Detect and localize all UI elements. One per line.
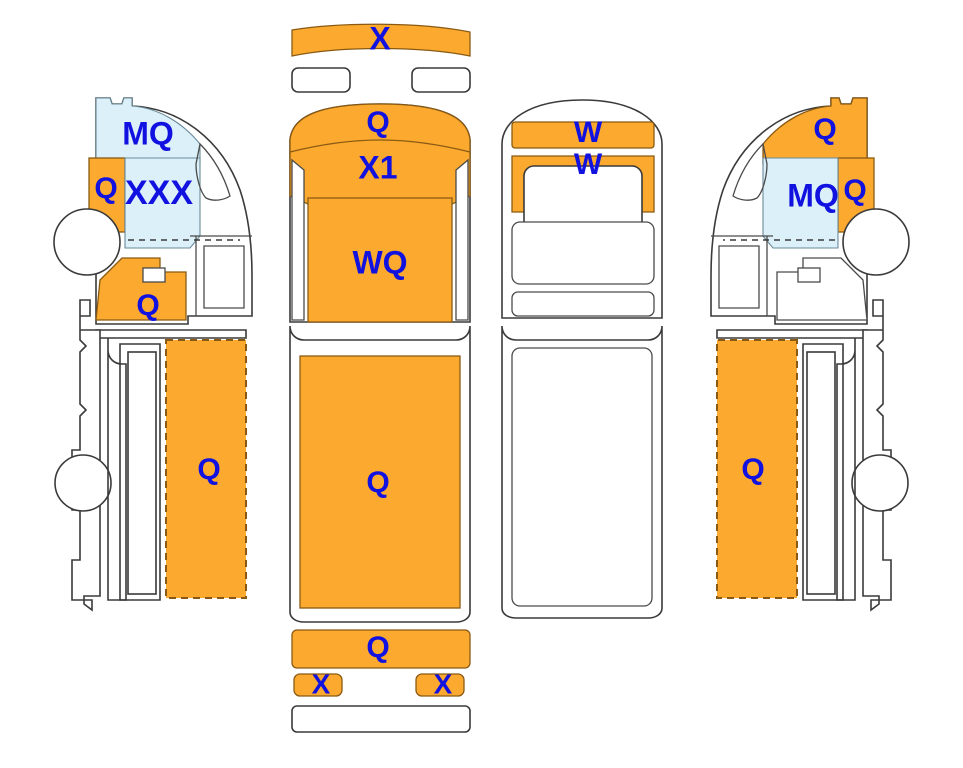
left-rear-wheel xyxy=(54,454,112,512)
view-left-side: MQ Q XXX Q Q xyxy=(53,97,253,612)
front-label-hood-wq: WQ xyxy=(352,244,407,280)
right-body-panel-detail xyxy=(718,245,760,309)
left-inner-rail-2 xyxy=(119,343,161,601)
view-rear: W W xyxy=(501,99,663,619)
front-panel-lower-q xyxy=(291,629,471,669)
left-inner-rail-1 xyxy=(107,338,127,601)
front-panel-lower-left-x xyxy=(293,673,343,697)
view-right-side xyxy=(710,97,910,612)
front-panel-lower-right-x xyxy=(415,673,465,697)
front-label-roof-q: Q xyxy=(366,106,389,139)
view-front: X Q X1 WQ Q Q X X xyxy=(289,20,471,733)
left-label-body-side-q: Q xyxy=(197,453,220,486)
rear-lower-panel-detail xyxy=(511,221,655,285)
right-inner-rail-2 xyxy=(802,343,844,601)
left-label-front-pillar-q: Q xyxy=(94,172,117,205)
rear-label-lower-w: W xyxy=(574,148,603,181)
left-window-detail xyxy=(195,142,231,201)
right-inner-rail-1 xyxy=(836,338,856,601)
front-bottom-bar xyxy=(291,705,471,733)
right-label-body-side-q: Q xyxy=(741,453,764,486)
front-pillar-left xyxy=(291,158,305,321)
front-label-lower-q: Q xyxy=(366,631,389,664)
front-headlight-right xyxy=(411,67,471,93)
left-panel-xxx xyxy=(124,157,201,249)
front-pillar-right xyxy=(455,158,469,321)
front-label-windshield-x1: X1 xyxy=(358,149,397,185)
right-label-rear-pillar-q: Q xyxy=(843,174,866,207)
front-panel-bumper-x xyxy=(291,23,471,57)
front-headlight-left xyxy=(291,67,351,93)
right-mirror-stub xyxy=(797,267,821,283)
left-label-lower-front-q: Q xyxy=(136,289,159,322)
right-side-labels: Q Q MQ Q xyxy=(741,113,866,486)
rear-label-upper-w: W xyxy=(574,116,603,149)
right-rear-wheel xyxy=(851,454,909,512)
front-label-body-q: Q xyxy=(366,466,389,499)
front-panel-hood-wq xyxy=(307,197,453,323)
rear-cargo-area xyxy=(511,347,653,607)
rear-panel-upper-w xyxy=(511,121,655,149)
front-panel-body-q xyxy=(299,355,461,609)
left-mirror-stub xyxy=(142,267,166,283)
left-inner-channel xyxy=(127,351,157,595)
right-inner-channel xyxy=(806,351,836,595)
right-label-roof-q: Q xyxy=(813,113,836,146)
left-body-panel-detail xyxy=(203,245,245,309)
left-label-xxx: XXX xyxy=(125,174,193,212)
right-label-mq: MQ xyxy=(787,177,839,213)
front-label-lower-left-x: X xyxy=(312,668,331,699)
front-panel-windshield-x1 xyxy=(289,139,471,205)
right-panel-body-side-q xyxy=(716,339,798,599)
front-label-bumper-x: X xyxy=(369,20,391,56)
left-panel-body-side-q xyxy=(165,339,247,599)
left-label-mq: MQ xyxy=(122,115,174,151)
left-front-wheel-upper xyxy=(53,208,121,276)
right-front-wheel-upper xyxy=(842,208,910,276)
rear-bumper-detail xyxy=(511,291,655,317)
right-panel-mq xyxy=(762,157,839,249)
right-window-detail xyxy=(732,142,768,201)
front-label-lower-right-x: X xyxy=(434,668,453,699)
